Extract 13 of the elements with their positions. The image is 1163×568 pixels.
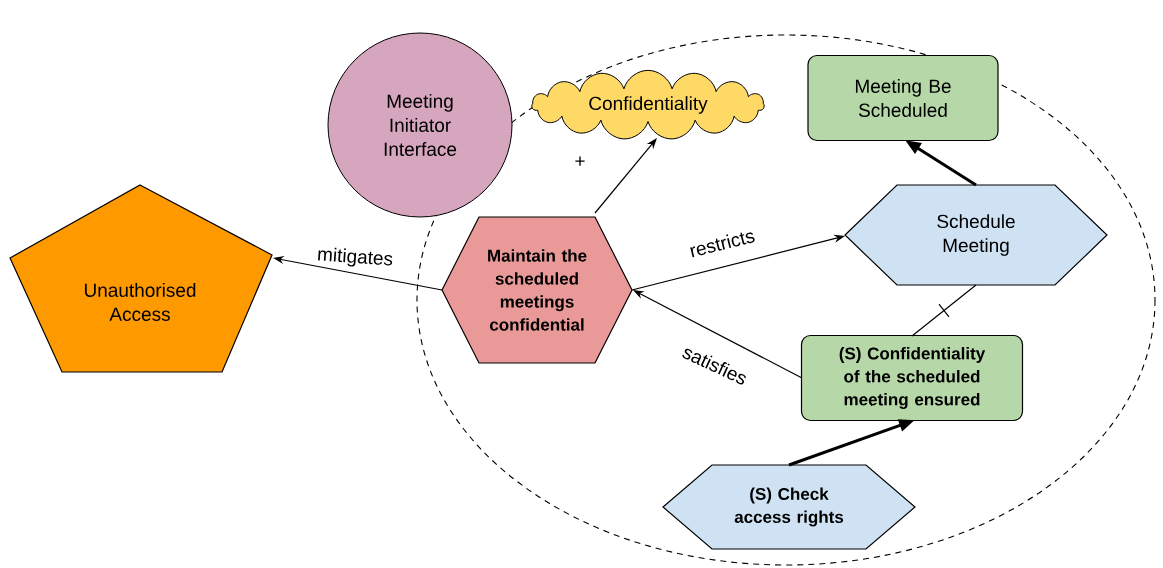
bar-link bbox=[911, 284, 977, 337]
edge-label: + bbox=[573, 155, 587, 169]
task-hexagon: (S) Check access rights bbox=[662, 464, 916, 550]
threat-pentagon: Unauthorised Access bbox=[9, 184, 273, 373]
arrow bbox=[633, 290, 803, 379]
edge-label: mitigates bbox=[315, 245, 395, 271]
edge-label: restricts bbox=[686, 226, 758, 259]
goal-box: Meeting Be Scheduled bbox=[807, 54, 999, 142]
goal-box: (S) Confidentiality of the scheduled meeting ensured bbox=[800, 334, 1024, 422]
softgoal-cloud: Confidentiality bbox=[531, 69, 765, 140]
task-hexagon: Maintain the scheduled meetings confidential bbox=[441, 216, 633, 364]
task-hexagon: Schedule Meeting bbox=[844, 184, 1108, 286]
arrow bbox=[594, 138, 657, 214]
